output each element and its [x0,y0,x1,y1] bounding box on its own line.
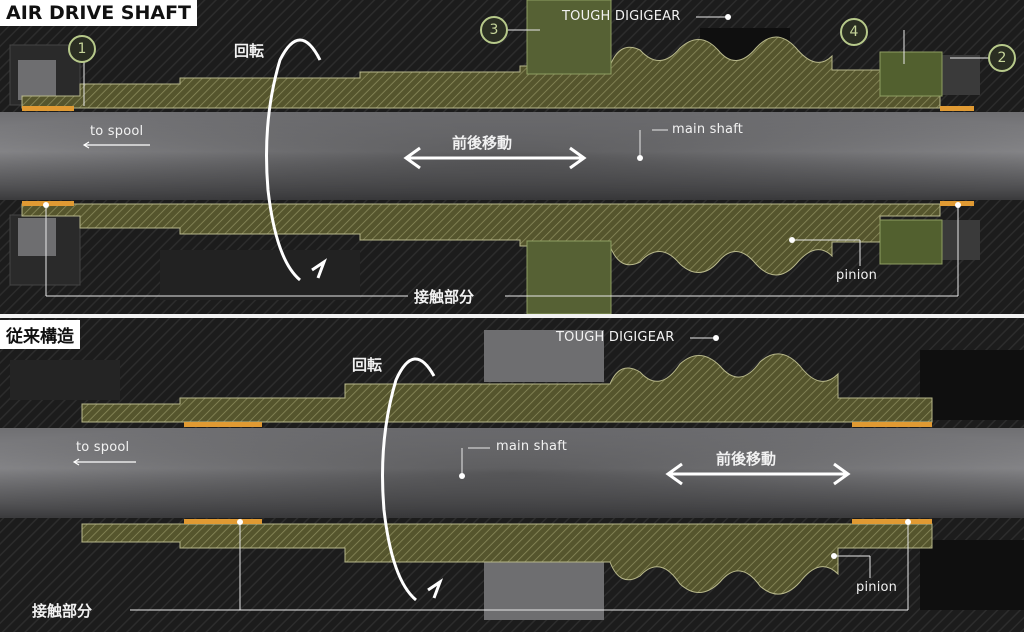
bottom-panel [0,318,1024,632]
main-shaft-label: main shaft [672,122,744,137]
badge-2: 2 [988,44,1016,72]
gear-label: TOUGH DIGIGEAR [562,9,681,24]
panel-divider [0,314,1024,318]
contact-strip [184,422,262,427]
main-shaft-label: main shaft [496,439,568,454]
top-panel [0,0,1024,315]
top-title: AIR DRIVE SHAFT [0,0,198,26]
pinion-label: pinion [836,268,878,283]
axial-motion-label: 前後移動 [716,450,777,468]
contact-strip [852,422,932,427]
gear-label: TOUGH DIGIGEAR [556,330,675,345]
axial-motion-arrow [665,462,851,486]
to-spool-arrow [82,141,150,149]
contact-strip [940,106,974,111]
to-spool-arrow [72,458,136,466]
contact-strip [184,519,262,524]
badge-1: 1 [68,35,96,63]
contact-strip [852,519,932,524]
to-spool-label: to spool [76,440,130,455]
rotation-arrow [381,357,444,602]
contact-strip [22,106,74,111]
bottom-title: 従来構造 [0,320,80,349]
to-spool-label: to spool [90,124,144,139]
axial-motion-label: 前後移動 [452,134,513,152]
badge-3: 3 [480,16,508,44]
rotation-arrow [265,38,328,282]
rotation-label: 回転 [352,356,383,374]
badge-4: 4 [840,18,868,46]
pinion-label: pinion [856,580,898,595]
contact-label: 接触部分 [32,602,93,620]
rotation-label: 回転 [234,42,265,60]
axial-motion-arrow [403,146,587,170]
contact-label: 接触部分 [414,288,475,306]
